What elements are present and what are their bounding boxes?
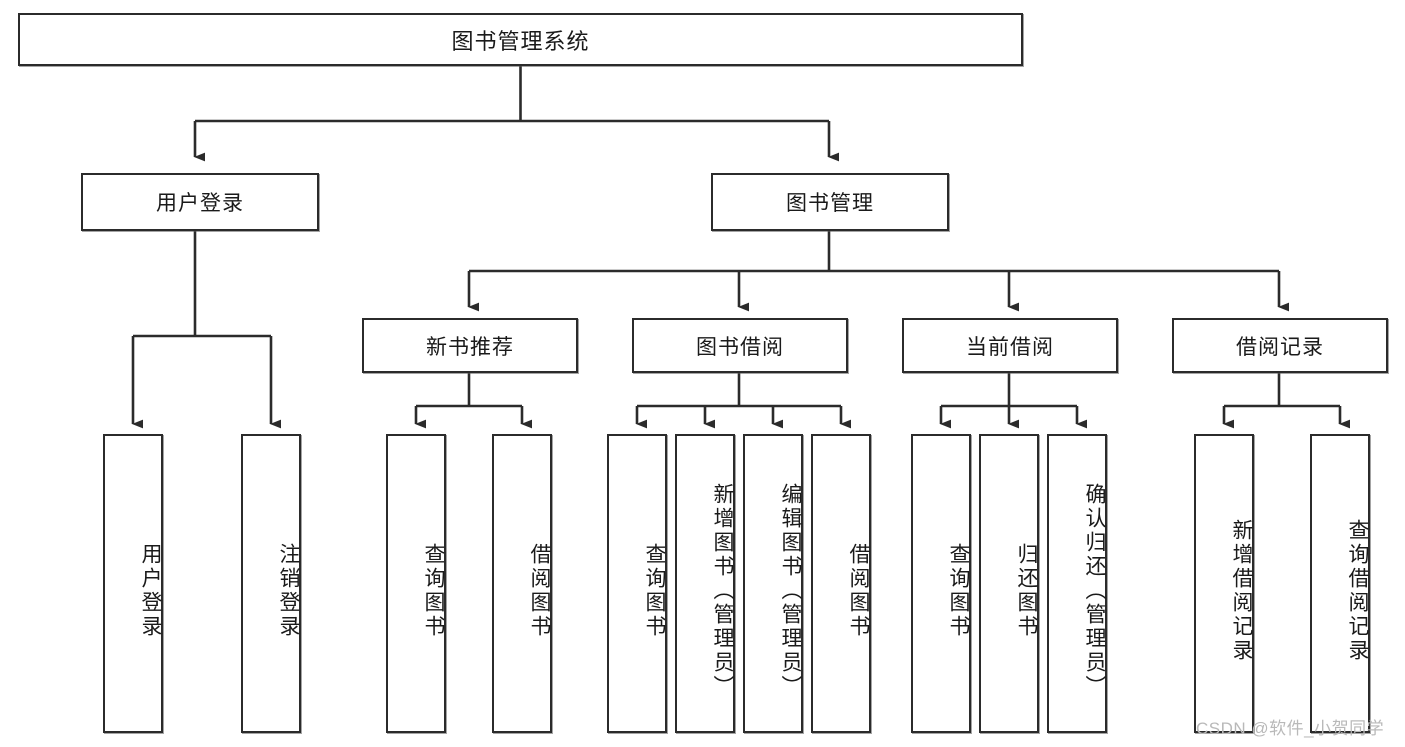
node-leaf-return-book[interactable]: 归还图书	[979, 434, 1039, 733]
node-label: 确认归还（管理员）	[1083, 482, 1106, 699]
node-leaf-add-record[interactable]: 新增借阅记录	[1194, 434, 1254, 733]
node-leaf-user-login[interactable]: 用户登录	[103, 434, 163, 733]
node-leaf-edit-book[interactable]: 编辑图书（管理员）	[743, 434, 803, 733]
node-book-borrow[interactable]: 图书借阅	[632, 318, 848, 373]
node-label: 查询图书	[643, 542, 666, 639]
watermark-text: CSDN @软件_小贺同学	[1196, 719, 1385, 738]
node-label: 编辑图书（管理员）	[779, 482, 802, 699]
node-label: 注销登录	[277, 542, 300, 639]
node-leaf-query-book-1[interactable]: 查询图书	[386, 434, 446, 733]
node-label: 查询图书	[422, 542, 445, 639]
node-current-borrow[interactable]: 当前借阅	[902, 318, 1118, 373]
node-label: 用户登录	[139, 542, 162, 639]
node-leaf-query-record[interactable]: 查询借阅记录	[1310, 434, 1370, 733]
node-label: 归还图书	[1015, 542, 1038, 639]
node-new-book-recommend[interactable]: 新书推荐	[362, 318, 578, 373]
node-leaf-borrow-book-1[interactable]: 借阅图书	[492, 434, 552, 733]
node-leaf-query-book-3[interactable]: 查询图书	[911, 434, 971, 733]
node-label: 用户登录	[156, 192, 244, 215]
node-label: 借阅记录	[1236, 335, 1324, 359]
node-label: 新书推荐	[426, 335, 514, 359]
node-leaf-user-logout[interactable]: 注销登录	[241, 434, 301, 733]
node-label: 新增图书（管理员）	[711, 482, 734, 699]
node-borrow-record[interactable]: 借阅记录	[1172, 318, 1388, 373]
node-label: 借阅图书	[847, 542, 870, 639]
node-leaf-confirm-return[interactable]: 确认归还（管理员）	[1047, 434, 1107, 733]
node-label: 查询图书	[947, 542, 970, 639]
node-label: 借阅图书	[528, 542, 551, 639]
node-book-manage[interactable]: 图书管理	[711, 173, 949, 231]
node-leaf-borrow-book-2[interactable]: 借阅图书	[811, 434, 871, 733]
node-root-system[interactable]: 图书管理系统	[18, 13, 1023, 66]
node-label: 图书管理	[786, 192, 874, 215]
node-label: 图书借阅	[696, 335, 784, 359]
node-label: 新增借阅记录	[1230, 518, 1253, 663]
node-user-login[interactable]: 用户登录	[81, 173, 319, 231]
node-label: 图书管理系统	[451, 28, 590, 54]
node-leaf-add-book[interactable]: 新增图书（管理员）	[675, 434, 735, 733]
node-label: 当前借阅	[966, 335, 1054, 359]
node-leaf-query-book-2[interactable]: 查询图书	[607, 434, 667, 733]
node-label: 查询借阅记录	[1346, 518, 1369, 663]
